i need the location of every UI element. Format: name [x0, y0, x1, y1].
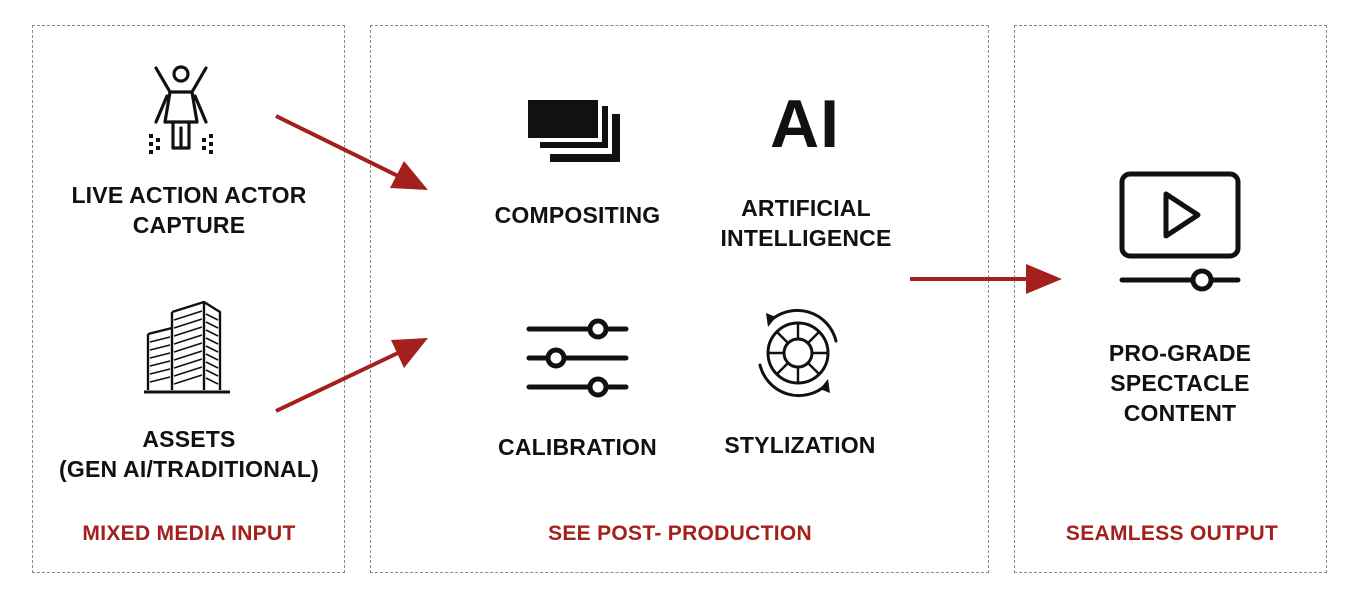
building-icon [144, 300, 230, 394]
stylization-label: STYLIZATION [724, 432, 876, 458]
ai-label: ARTIFICIAL INTELLIGENCE [700, 193, 912, 253]
output-footer: SEAMLESS OUTPUT [1065, 522, 1279, 545]
input-footer: MIXED MEDIA INPUT [82, 522, 296, 545]
post-production-panel [370, 25, 989, 573]
assets-label-line1: ASSETS [142, 426, 236, 452]
output-content-label: PRO-GRADE SPECTACLE CONTENT [1030, 338, 1330, 428]
layers-icon [528, 100, 620, 162]
input-panel [32, 25, 345, 573]
ai-icon: AI [770, 86, 840, 162]
ai-label-line2: INTELLIGENCE [720, 225, 892, 251]
actor-capture-label-line1: LIVE ACTION ACTOR [71, 182, 307, 208]
sliders-icon [526, 318, 629, 398]
calibration-label: CALIBRATION [498, 434, 657, 460]
post-production-footer: SEE POST- PRODUCTION [548, 522, 812, 545]
output-panel [1014, 25, 1327, 573]
output-content-label-line3: CONTENT [1123, 400, 1237, 426]
arrow-actor-to-post-head [390, 161, 428, 190]
assets-label: ASSETS (GEN AI/TRADITIONAL) [40, 424, 338, 484]
actor-capture-label-line2: CAPTURE [132, 212, 246, 238]
color-wheel-icon [758, 308, 838, 398]
arrow-post-to-output-head [1026, 264, 1062, 294]
video-player-icon [1119, 171, 1241, 292]
output-content-label-line1: PRO-GRADE [1108, 340, 1252, 366]
arrow-assets-to-post [275, 350, 401, 413]
arrow-actor-to-post [275, 114, 401, 179]
ai-label-line1: ARTIFICIAL [741, 195, 871, 221]
compositing-label: COMPOSITING [494, 202, 661, 228]
output-content-label-line2: SPECTACLE [1110, 370, 1250, 396]
actor-capture-icon [149, 65, 213, 154]
assets-label-line2: (GEN AI/TRADITIONAL) [59, 456, 319, 482]
actor-capture-label: LIVE ACTION ACTOR CAPTURE [40, 180, 338, 240]
arrow-assets-to-post-head [391, 338, 428, 368]
